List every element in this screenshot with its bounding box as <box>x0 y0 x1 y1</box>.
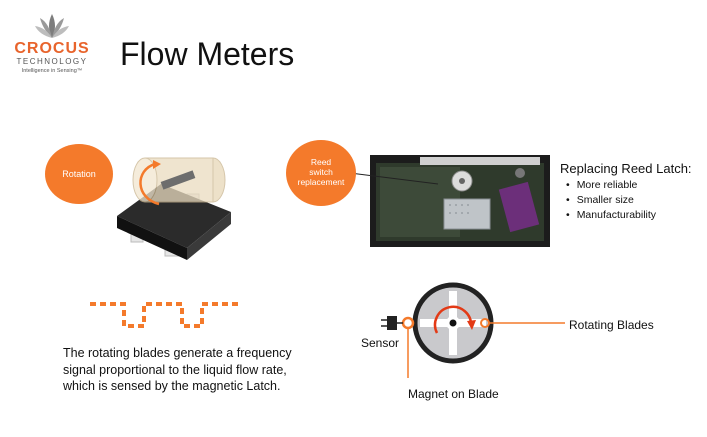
bubble-pointer-line <box>341 171 439 185</box>
rotating-blade-diagram <box>381 282 565 378</box>
reed-bubble-line: switch <box>309 167 333 178</box>
reed-bubble-line: Reed <box>310 157 332 168</box>
reed-bubble-line: replacement <box>297 176 345 187</box>
list-item: More reliable <box>566 178 656 193</box>
rotating-blades-label: Rotating Blades <box>569 318 654 332</box>
description-text: The rotating blades generate a frequency… <box>63 346 292 393</box>
list-item: Smaller size <box>566 193 656 208</box>
logo-name: CROCUS <box>14 40 90 57</box>
latch-chip-illustration <box>117 157 231 260</box>
crocus-logo-icon <box>35 14 69 38</box>
page-title: Flow Meters <box>120 36 295 72</box>
list-item: Manufacturability <box>566 208 656 223</box>
benefits-title: Replacing Reed Latch: <box>560 161 692 176</box>
sensor-label: Sensor <box>361 336 400 350</box>
logo-tagline: Intelligence in Sensing™ <box>21 68 83 74</box>
rotation-bubble: Rotation <box>45 144 113 204</box>
magnet-label: Magnet on Blade <box>408 387 499 401</box>
benefits-list: More reliable Smaller size Manufacturabi… <box>566 178 656 223</box>
frequency-signal-waveform <box>90 302 238 328</box>
reed-switch-photo <box>370 155 550 247</box>
logo-subtitle: TECHNOLOGY <box>16 57 88 66</box>
reed-switch-bubble: Reed switch replacement <box>286 140 356 206</box>
